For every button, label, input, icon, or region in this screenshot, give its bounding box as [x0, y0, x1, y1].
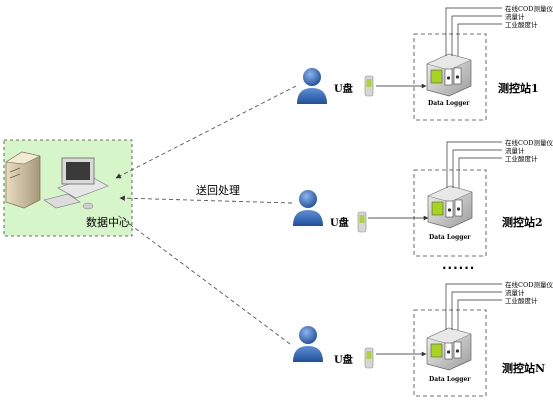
data-logger-icon — [426, 53, 472, 97]
station-name: 测控站N — [502, 362, 546, 375]
instrument-label: 流量计 — [505, 289, 525, 297]
operator-icon — [297, 68, 327, 104]
udisk-icon — [364, 347, 374, 369]
instrument-lines — [446, 141, 502, 188]
operator-icon — [293, 190, 323, 226]
return-line-n — [115, 213, 291, 345]
data-logger-icon — [427, 185, 473, 229]
station-box — [413, 309, 487, 397]
instrument-label: 工业酸度计 — [505, 155, 538, 163]
station-box — [413, 33, 487, 121]
data-logger-label: Data Logger — [429, 234, 471, 241]
udisk-label: U盘 — [330, 218, 349, 229]
instrument-lines — [445, 7, 502, 56]
instrument-label: 工业酸度计 — [505, 297, 538, 305]
data-logger-icon — [426, 327, 472, 371]
station-name: 测控站2 — [502, 216, 543, 229]
udisk-icon — [364, 75, 374, 97]
return-line-1 — [115, 85, 297, 179]
instrument-label: 流量计 — [505, 13, 525, 21]
instrument-label: 在线COD测量仪 — [505, 281, 553, 289]
data-center-label: 数据中心 — [86, 216, 130, 229]
udisk-label: U盘 — [334, 84, 353, 95]
instrument-lines — [445, 283, 502, 330]
instrument-label: 在线COD测量仪 — [505, 139, 553, 147]
operator-icon — [293, 326, 323, 362]
instrument-label: 在线COD测量仪 — [505, 5, 553, 13]
return-lines — [115, 85, 297, 345]
server-tower-icon — [5, 151, 41, 209]
data-logger-label: Data Logger — [428, 100, 470, 107]
workstation-icon — [43, 157, 109, 210]
station-2 — [293, 141, 502, 257]
more-stations-ellipsis: ...... — [442, 258, 476, 272]
instrument-label: 工业酸度计 — [505, 21, 538, 29]
instrument-label: 流量计 — [505, 147, 525, 155]
station-box — [413, 169, 487, 257]
data-center — [3, 139, 133, 237]
udisk-label: U盘 — [334, 355, 353, 366]
station-n — [293, 283, 502, 397]
return-label: 送回处理 — [196, 184, 240, 197]
station-name: 测控站1 — [498, 82, 539, 95]
station-1 — [297, 7, 502, 121]
data-logger-label: Data Logger — [429, 376, 471, 383]
udisk-icon — [357, 211, 367, 233]
return-line-2 — [119, 195, 293, 204]
